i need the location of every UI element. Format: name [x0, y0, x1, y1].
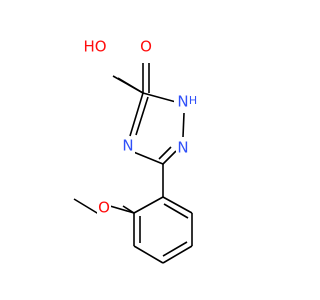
n1-label: N: [177, 93, 188, 111]
bond-n2-c3-2: [158, 146, 172, 160]
bond-c-oh: [112, 75, 144, 94]
n2-label: N: [177, 139, 188, 157]
bond-ph-6: [133, 196, 164, 214]
structure-diagram: O HO H N N N O: [73, 38, 198, 264]
bond-c3-n4: [130, 150, 164, 165]
bond-n4-c5-1: [129, 92, 144, 137]
bond-ph-4: [133, 245, 164, 264]
triazole-ring: [129, 92, 185, 165]
phenyl-ring: [133, 196, 193, 264]
n1-hydrogen-label: H: [189, 94, 197, 107]
hydroxyl-label: HO: [83, 38, 106, 56]
bond-ph-1: [162, 196, 193, 214]
bond-c5-n1: [142, 92, 177, 103]
n4-label: N: [122, 137, 133, 155]
bond-n4-c5-2: [135, 96, 149, 136]
carboxylic-acid-group: [112, 63, 150, 94]
bond-ph-to-ether-o: [109, 205, 135, 214]
bond-ph-3: [162, 245, 193, 264]
carbonyl-oxygen-label: O: [140, 38, 152, 56]
bond-ph-3-inner: [162, 241, 188, 257]
bond-n1-n2: [182, 112, 185, 138]
ether-oxygen-label: O: [98, 199, 110, 217]
bond-ph-1-inner: [163, 203, 189, 219]
bond-n2-c3-1: [162, 150, 177, 165]
